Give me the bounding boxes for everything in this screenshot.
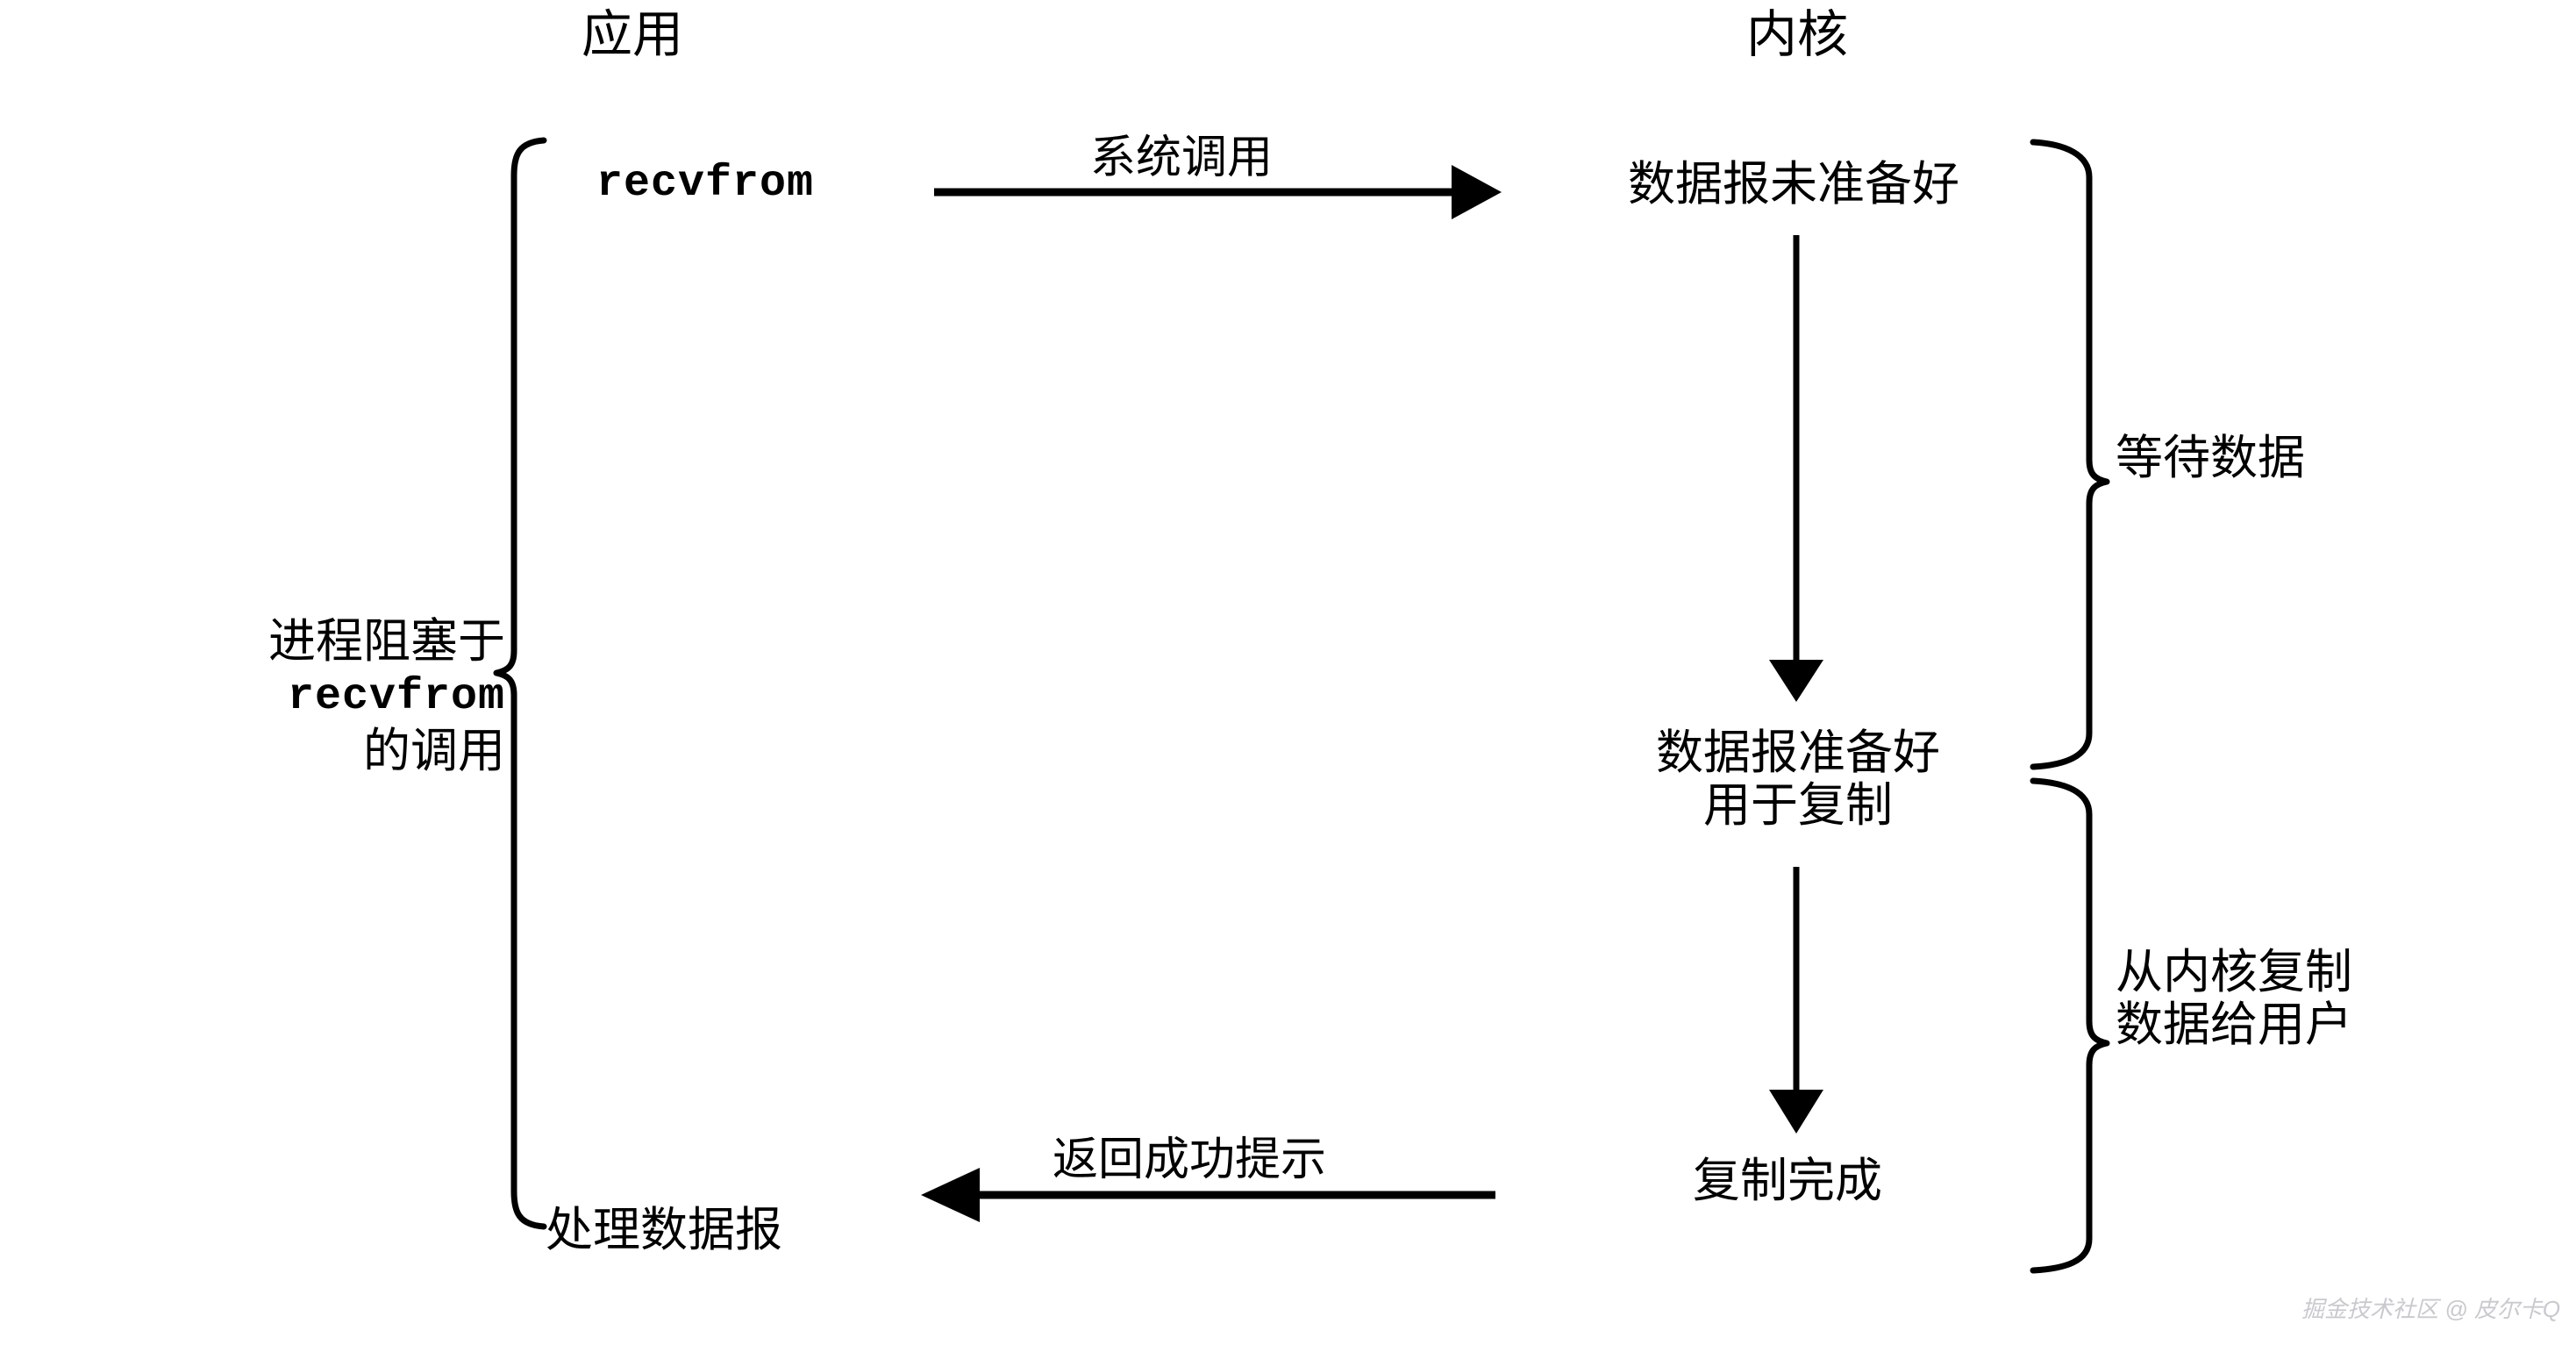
watermark-credit: 掘金技术社区 @ 皮尔卡Q (2301, 1296, 2561, 1322)
kernel-wait-arrow (1769, 235, 1823, 702)
copy-phase-brace (2030, 777, 2110, 1274)
kernel-state-ready-line2: 用于复制 (1703, 779, 1893, 833)
phase-label-copy-to-user-line2: 数据给用户 (2116, 998, 2352, 1052)
syscall-arrow-label: 系统调用 (1090, 133, 1274, 183)
kernel-state-ready-line1: 数据报准备好 (1656, 726, 1940, 779)
kernel-state-not-ready: 数据报未准备好 (1628, 158, 1959, 211)
kernel-state-copy-done: 复制完成 (1693, 1155, 1882, 1207)
recvfrom-call-label: recvfrom (596, 159, 815, 209)
column-title-application: 应用 (582, 6, 684, 63)
process-blocked-note-line1: 进程阻塞于 (268, 615, 505, 668)
column-title-kernel: 内核 (1746, 6, 1849, 63)
kernel-state-ready: 数据报准备好 用于复制 (1579, 726, 2017, 833)
return-arrow-label: 返回成功提示 (1053, 1135, 1327, 1185)
process-datagram-label: 处理数据报 (546, 1204, 782, 1256)
wait-phase-brace (2030, 139, 2110, 770)
phase-label-copy-to-user-line1: 从内核复制 (2116, 946, 2352, 998)
process-blocked-note: 进程阻塞于 recvfrom 的调用 (225, 614, 505, 779)
phase-label-copy-to-user: 从内核复制 数据给用户 (2116, 946, 2352, 1052)
phase-label-waiting-data: 等待数据 (2116, 432, 2305, 484)
kernel-copy-arrow (1769, 867, 1823, 1134)
process-blocked-note-line3: 的调用 (363, 724, 505, 777)
process-blocked-note-line2: recvfrom (287, 671, 505, 722)
